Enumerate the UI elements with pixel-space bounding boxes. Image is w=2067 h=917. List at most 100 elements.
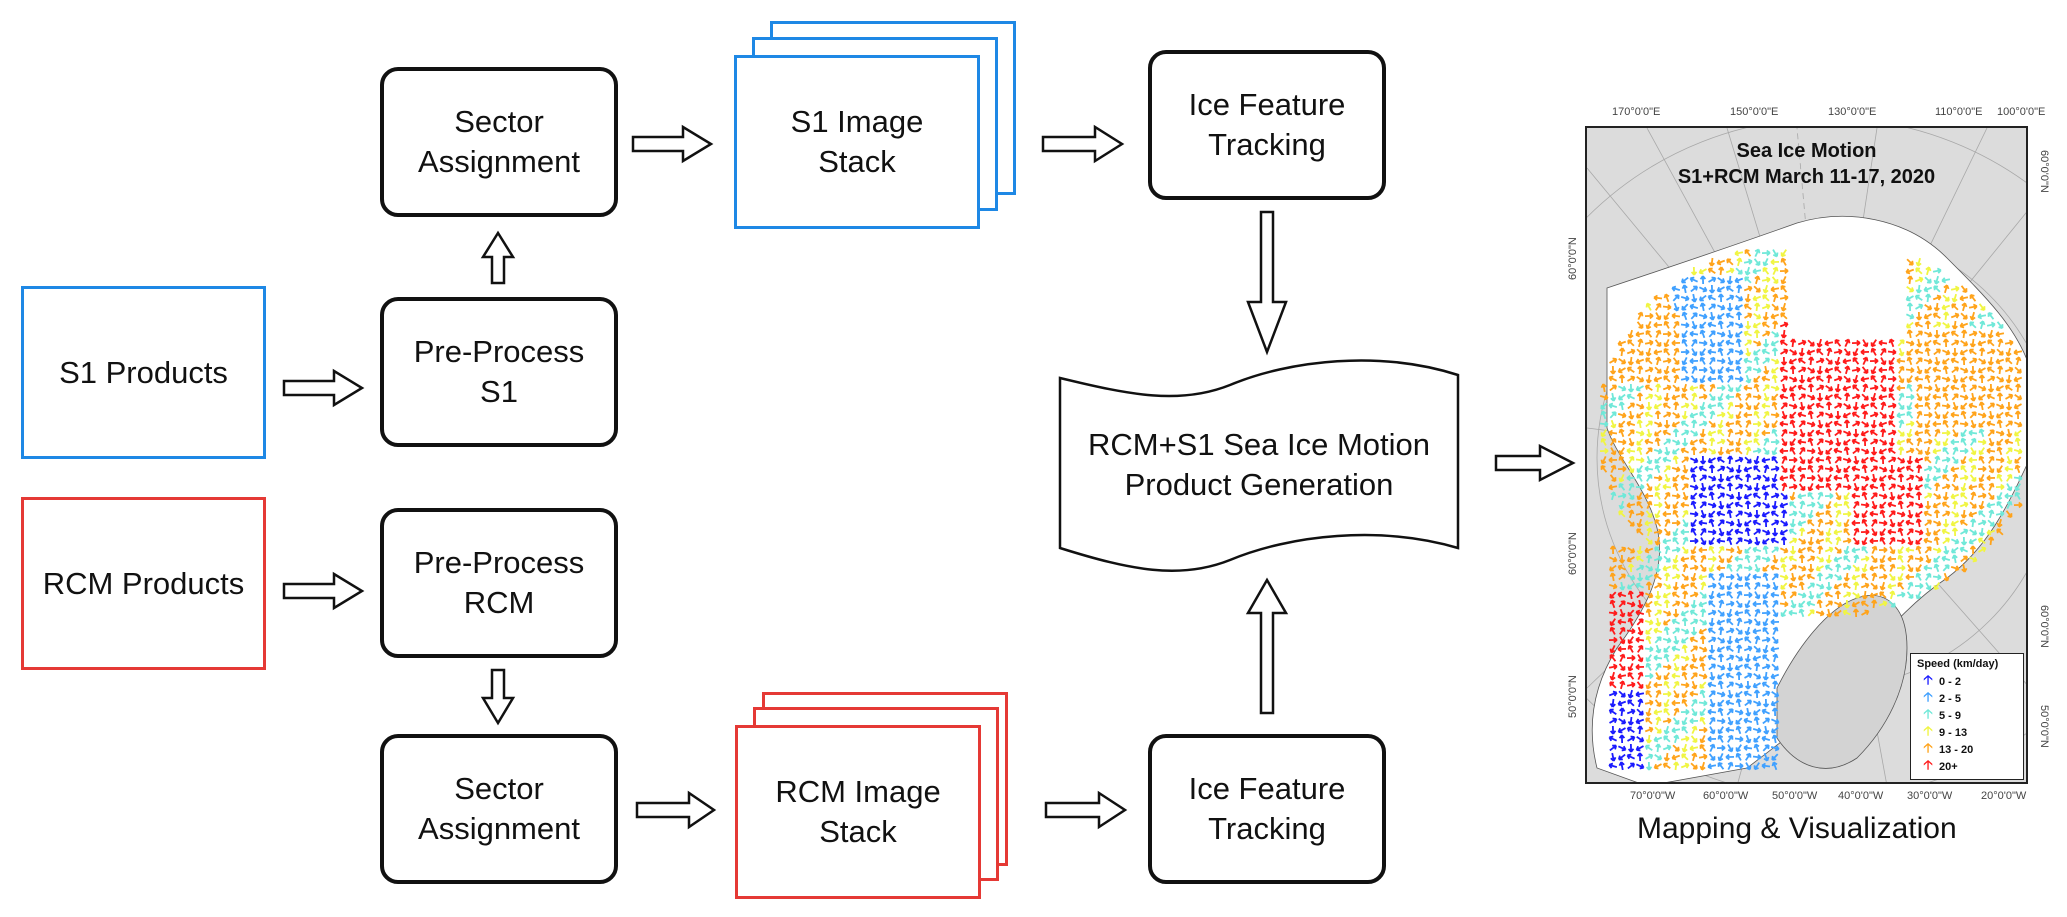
- ice-motion-vector: [1843, 403, 1852, 410]
- ice-motion-vector: [1654, 491, 1661, 500]
- ice-motion-vector: [1655, 617, 1662, 627]
- ice-motion-vector: [1924, 492, 1933, 499]
- ice-motion-vector: [1969, 293, 1977, 302]
- ice-motion-vector: [1878, 573, 1888, 580]
- ice-motion-vector: [1815, 402, 1825, 409]
- ice-motion-vector: [1789, 564, 1798, 572]
- ice-motion-vector: [1950, 312, 1960, 319]
- ice-motion-vector: [1717, 401, 1725, 410]
- ice-motion-vector: [1977, 385, 1987, 392]
- ice-motion-vector: [1709, 311, 1716, 321]
- ice-tracking-top-label: Ice Feature Tracking: [1188, 87, 1346, 162]
- ice-motion-vector: [1752, 394, 1762, 401]
- ice-motion-vector: [1610, 491, 1617, 501]
- ice-motion-vector: [1628, 437, 1635, 447]
- ice-motion-vector: [1914, 430, 1924, 437]
- ice-motion-vector: [1680, 402, 1690, 409]
- ice-motion-vector: [1907, 509, 1914, 519]
- ice-motion-vector: [1662, 717, 1672, 724]
- ice-motion-vector: [1843, 527, 1851, 536]
- ice-motion-vector: [1736, 617, 1743, 627]
- legend-item: 🡡13 - 20: [1917, 740, 2017, 758]
- ice-motion-vector: [1968, 456, 1978, 464]
- ice-motion-vector: [1825, 500, 1832, 510]
- arrow-s1-to-preprocess: [282, 368, 365, 408]
- ice-motion-vector: [1880, 428, 1887, 438]
- ice-motion-vector: [1734, 762, 1744, 770]
- ice-motion-vector: [1745, 402, 1752, 411]
- ice-motion-vector: [1707, 582, 1717, 589]
- ice-motion-vector: [1699, 681, 1707, 689]
- preprocess-s1-box: Pre-Process S1: [380, 297, 618, 447]
- ice-motion-vector: [1708, 644, 1716, 654]
- ice-motion-vector: [1671, 727, 1681, 734]
- ice-motion-vector: [1770, 340, 1779, 347]
- ice-motion-vector: [1798, 347, 1805, 357]
- sector-assignment-top-label: Sector Assignment: [418, 104, 580, 179]
- ice-tracking-bottom-box: Ice Feature Tracking: [1148, 734, 1386, 884]
- ice-motion-vector: [1824, 519, 1834, 526]
- ice-motion-vector: [1609, 474, 1617, 483]
- ice-motion-vector: [1959, 375, 1968, 383]
- ice-motion-vector: [1897, 519, 1905, 527]
- ice-motion-vector: [1654, 536, 1661, 546]
- ice-motion-vector: [1617, 591, 1627, 598]
- ice-motion-vector: [1644, 744, 1653, 751]
- ice-motion-vector: [1878, 366, 1888, 374]
- ice-motion-vector: [1644, 726, 1654, 733]
- ice-motion-vector: [1744, 429, 1752, 438]
- ice-motion-vector: [1771, 347, 1779, 357]
- ice-motion-vector: [1744, 266, 1751, 276]
- ice-motion-vector: [1617, 727, 1626, 734]
- ice-motion-vector: [1716, 483, 1726, 490]
- ice-motion-vector: [1788, 376, 1798, 383]
- ice-motion-vector: [1744, 726, 1752, 734]
- ice-motion-vector: [1690, 599, 1697, 609]
- ice-motion-vector: [1636, 438, 1644, 446]
- ice-motion-vector: [1636, 473, 1643, 482]
- ice-motion-vector: [1914, 484, 1923, 491]
- ice-motion-vector: [1680, 447, 1690, 454]
- ice-motion-vector: [1915, 518, 1922, 528]
- ice-motion-vector: [1825, 482, 1832, 491]
- ice-motion-vector: [1608, 636, 1618, 644]
- ice-motion-vector: [1618, 663, 1626, 672]
- ice-motion-vector: [1932, 339, 1942, 346]
- ice-motion-vector: [1924, 500, 1932, 510]
- ice-motion-vector: [1925, 266, 1932, 276]
- ice-motion-vector: [2006, 500, 2013, 510]
- ice-motion-vector: [1698, 601, 1708, 608]
- ice-motion-vector: [1753, 555, 1761, 563]
- ice-motion-vector: [1842, 582, 1851, 589]
- ice-motion-vector: [1869, 411, 1879, 418]
- ice-motion-vector: [1617, 673, 1627, 680]
- ice-motion-vector: [1887, 528, 1897, 535]
- ice-motion-vector: [1888, 573, 1896, 582]
- ice-motion-vector: [1969, 338, 1976, 348]
- ice-motion-vector: [1761, 511, 1770, 518]
- ice-motion-vector: [1735, 447, 1743, 455]
- ice-motion-vector: [1636, 491, 1643, 501]
- ice-motion-vector: [1897, 457, 1906, 464]
- ice-motion-vector: [1698, 340, 1708, 347]
- ice-motion-vector: [1960, 410, 1967, 420]
- ice-motion-vector: [1753, 329, 1761, 339]
- ice-motion-vector: [1896, 439, 1906, 446]
- ice-motion-vector: [1645, 717, 1653, 725]
- ice-motion-vector: [1691, 293, 1698, 303]
- ice-motion-vector: [1689, 412, 1699, 419]
- ice-motion-vector: [1617, 385, 1627, 392]
- ice-motion-vector: [1610, 392, 1617, 402]
- ice-motion-vector: [1672, 564, 1680, 572]
- ice-motion-vector: [1691, 348, 1698, 357]
- ice-motion-vector: [1735, 419, 1743, 428]
- ice-motion-vector: [1743, 384, 1753, 391]
- ice-motion-vector: [1644, 438, 1654, 445]
- ice-motion-vector: [1636, 465, 1643, 474]
- ice-motion-vector: [1933, 329, 1941, 339]
- ice-motion-vector: [1637, 644, 1644, 653]
- ice-motion-vector: [1618, 718, 1627, 725]
- ice-motion-vector: [1726, 608, 1733, 618]
- ice-motion-vector: [1888, 392, 1896, 401]
- ice-motion-vector: [1978, 510, 1986, 518]
